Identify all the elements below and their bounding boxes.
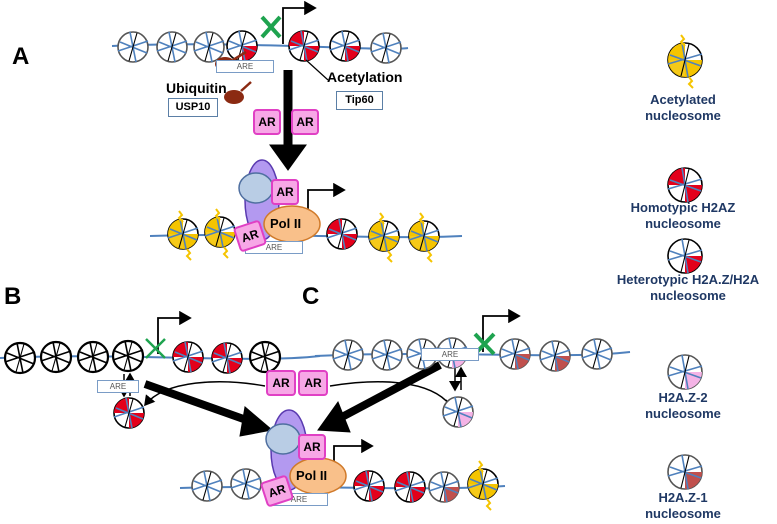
nucleosome-icon-plain [371,339,403,371]
panel-label-c: C [302,283,320,310]
arrow-b-diagonal [143,380,254,426]
ar-box: AR [271,179,299,205]
nucleosome-icon-plain [581,338,613,370]
are-box: ARE [97,380,139,393]
nucleosome-icon-pink [667,354,703,390]
nucleosome-icon-homo [211,342,243,374]
inhibit-curve-c [329,381,451,406]
nucleosome-icon-plain [193,31,225,63]
nucleosome-icon-homo [667,167,703,203]
nucleosome-icon-black [76,340,110,374]
nucleosome-icon-hetero [667,238,703,274]
inhibit-curve-b [144,381,266,407]
block-x-icon [145,338,166,359]
nucleosome-icon-homo [353,470,385,502]
panel-label-a: A [12,43,30,70]
nucleosome-icon-homo [326,218,358,250]
nucleosome-icon-h2az1 [667,454,703,490]
ar-box: AR [266,370,296,396]
arrow-c-head [317,400,351,433]
block-x-icon [260,15,282,39]
usp10-box: USP10 [168,98,218,117]
pol-label: Pol II [270,216,301,231]
nucleosome-icon-acet [368,212,400,263]
nucleosome-icon-homo [113,397,145,429]
pol-suffix: II [293,216,302,231]
nucleosome-icon-plain [191,470,223,502]
main-arrows [143,70,442,437]
arrow-b-head [239,406,274,437]
tip60-box: Tip60 [336,91,383,110]
nucleosome-icon-plain [230,468,262,500]
nucleosome-icon-acet [167,210,199,261]
ar-box: AR [253,109,281,135]
are-box: ARE [216,60,274,73]
nucleosome-icon-h2az1 [539,340,571,372]
arrow-a-head [269,144,307,171]
ar-box: AR [291,109,319,135]
nucleosome-icon-plain [156,31,188,63]
nucleosomes [3,30,703,511]
panel-label-b: B [4,283,22,310]
pol-label: Pol II [296,468,327,483]
ubiquitin-icon [224,90,244,104]
nucleosome-icon-acet [408,212,440,263]
nucleosome-icon-homo [394,471,426,503]
block-x-marks [145,15,496,359]
pol-suffix: II [319,468,328,483]
nucleosome-icon-black [39,340,73,374]
arrow-c-diagonal [340,361,442,421]
ar-box: AR [298,434,326,460]
coactivator [238,172,274,204]
nucleosome-icon-black [3,341,37,375]
tss-b [157,310,192,354]
ubiquitin-label: Ubiquitin [166,80,227,96]
nucleosome-icon-hetero [329,30,361,62]
nucleosome-icon-homo [172,341,204,373]
nucleosome-icon-acet [667,34,703,89]
ar-box: AR [298,370,328,396]
nucleosome-icon-hetero [226,30,258,62]
nucleosome-icon-plain [370,32,402,64]
nucleosome-icon-acet [467,460,499,511]
nucleosome-icon-homo [288,30,320,62]
nucleosome-icon-black [111,339,145,373]
active-complex-bottom [265,409,347,495]
nucleosome-icon-black [248,340,282,374]
are-box: ARE [421,348,479,361]
pol-text: Pol [270,216,291,231]
acetylation-label: Acetylation [327,69,403,85]
nucleosome-icon-plain [332,339,364,371]
nucleosome-icon-plain [117,31,149,63]
coactivator [265,423,301,455]
pol-text: Pol [296,468,317,483]
nucleosome-icon-pink [442,396,474,428]
nucleosome-icon-h2az1 [499,338,531,370]
nucleosome-icon-acet [204,208,236,259]
nucleosome-icon-h2az1 [428,471,460,503]
tss-a [282,0,317,44]
